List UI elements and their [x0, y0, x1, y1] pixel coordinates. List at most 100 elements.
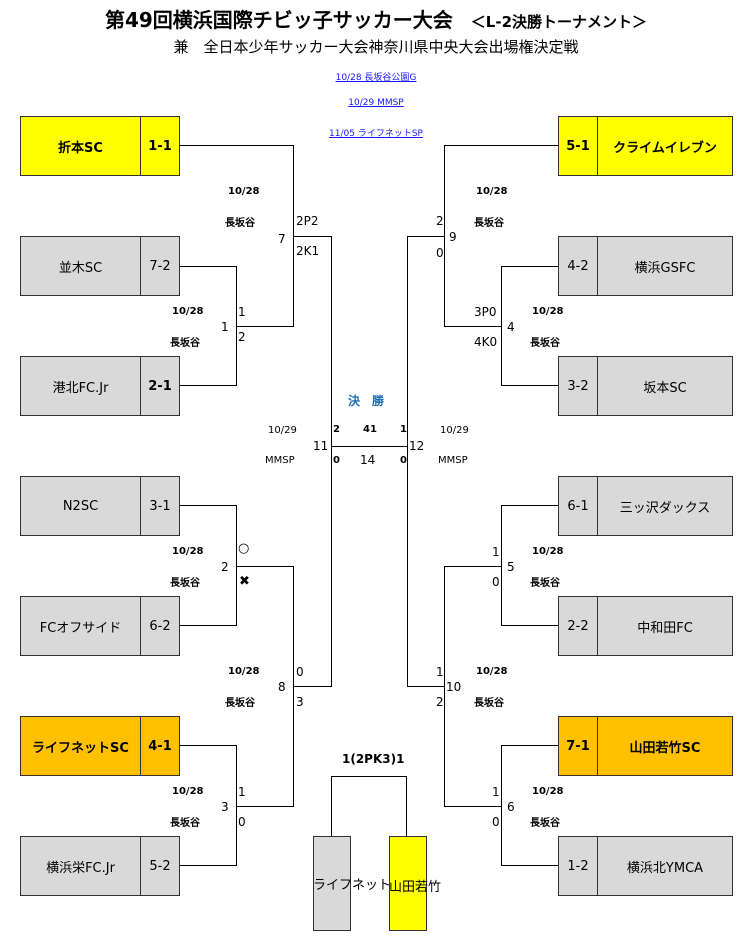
match-score: 0 — [436, 246, 444, 260]
place-label: 長坂谷 — [474, 698, 504, 709]
venue-link-2[interactable]: 10/29 MMSP — [348, 98, 404, 108]
match-number: 5 — [507, 560, 515, 574]
match-score: 0 — [333, 455, 340, 466]
match-score: 1 — [400, 424, 407, 435]
bracket-line — [407, 236, 445, 237]
match-score: 0 — [492, 815, 500, 829]
match-number: 1 — [221, 320, 229, 334]
match-score: 0 — [400, 455, 407, 466]
finalist-right-name: 山田若竹 — [389, 880, 442, 895]
final-bracket-line — [406, 776, 407, 836]
bracket-line — [180, 865, 236, 866]
place-label: 長坂谷 — [474, 218, 504, 229]
match-score: 2 — [333, 424, 340, 435]
bracket-line — [331, 236, 332, 686]
finalist-right-box: x — [389, 836, 427, 931]
bracket-line — [501, 266, 558, 267]
bracket-line — [501, 385, 558, 386]
match-number: 9 — [449, 230, 457, 244]
match-score: 3 — [296, 695, 304, 709]
score-box-t4: 3-1 — [140, 476, 180, 536]
team-box-t12: 中和田FC — [597, 596, 733, 656]
bracket-line — [180, 745, 236, 746]
final-connector-line — [331, 446, 408, 447]
match-score: 2 — [436, 695, 444, 709]
team-box-t4: N2SC — [20, 476, 141, 536]
score-box-t10: 3-2 — [558, 356, 598, 416]
match-score: 2K1 — [296, 244, 320, 258]
score-box-t5: 6-2 — [140, 596, 180, 656]
team-box-t9: 横浜GSFC — [597, 236, 733, 296]
bracket-line — [501, 745, 502, 866]
date-label: 10/28 — [476, 666, 508, 677]
bracket-line — [293, 236, 331, 237]
match-score: 1 — [436, 665, 444, 679]
date-label: 10/28 — [228, 666, 260, 677]
title-sub: ＜L-2決勝トーナメント＞ — [470, 13, 648, 31]
page-subtitle: 兼 全日本少年サッカー大会神奈川県中央大会出場権決定戦 — [173, 38, 579, 56]
place-label: 長坂谷 — [170, 338, 200, 349]
score-box-t6: 4-1 — [140, 716, 180, 776]
circle-mark: ○ — [238, 541, 250, 556]
place-label: 長坂谷 — [170, 578, 200, 589]
match-number: 14 — [360, 453, 376, 467]
match-score: 1 — [238, 785, 246, 799]
bracket-line — [407, 686, 445, 687]
match-number: 6 — [507, 800, 515, 814]
score-box-t7: 5-2 — [140, 836, 180, 896]
match-number: 10 — [446, 680, 462, 694]
match-score: 1 — [370, 424, 377, 435]
match-score: 4K0 — [474, 335, 498, 349]
date-label: 10/28 — [532, 306, 564, 317]
place-label: 長坂谷 — [170, 818, 200, 829]
bracket-line — [501, 865, 558, 866]
match-number: 4 — [507, 320, 515, 334]
place-label: 長坂谷 — [530, 578, 560, 589]
place-label: 長坂谷 — [530, 818, 560, 829]
final-bracket-line — [331, 776, 332, 836]
bracket-line — [180, 266, 236, 267]
score-box-t9: 4-2 — [558, 236, 598, 296]
place-label: MMSP — [438, 455, 468, 466]
match-score: 3P0 — [474, 305, 497, 319]
bracket-line — [444, 145, 445, 326]
match-score: 0 — [296, 665, 304, 679]
bracket-line — [444, 806, 502, 807]
bracket-line — [407, 236, 408, 686]
bracket-line — [501, 745, 558, 746]
date-label: 10/28 — [532, 786, 564, 797]
match-score: 4 — [363, 424, 370, 435]
match-score: 1 — [492, 785, 500, 799]
match-number: 12 — [409, 439, 425, 453]
bracket-line — [180, 625, 236, 626]
page-title: 第49回横浜国際チビッ子サッカー大会＜L-2決勝トーナメント＞ — [0, 4, 752, 33]
finalist-left-box: ライフネット — [313, 836, 391, 931]
venue-link-3[interactable]: 11/05 ライフネットSP — [329, 129, 423, 139]
place-label: 長坂谷 — [530, 338, 560, 349]
score-box-t8: 5-1 — [558, 116, 598, 176]
match-score: 2P2 — [296, 214, 319, 228]
date-label: 10/29 — [440, 425, 469, 436]
bracket-line — [236, 326, 294, 327]
place-label: 長坂谷 — [225, 698, 255, 709]
place-label: 長坂谷 — [225, 218, 255, 229]
venue-link-1[interactable]: 10/28 長坂谷公園G — [335, 73, 417, 83]
bracket-line — [236, 806, 294, 807]
date-label: 10/28 — [532, 546, 564, 557]
date-label: 10/28 — [172, 306, 204, 317]
team-box-t7: 横浜栄FC.Jr — [20, 836, 141, 896]
bracket-line — [236, 745, 237, 866]
match-number: 7 — [278, 232, 286, 246]
bracket-line — [444, 145, 558, 146]
match-score: 2 — [238, 330, 246, 344]
match-number: 8 — [278, 680, 286, 694]
bracket-line — [444, 326, 502, 327]
team-box-t13: 山田若竹SC — [597, 716, 733, 776]
team-box-t6: ライフネットSC — [20, 716, 141, 776]
cross-mark: ✖ — [239, 574, 250, 589]
final-title: 決 勝 — [348, 394, 385, 408]
bracket-line — [501, 505, 502, 626]
bracket-line — [180, 145, 293, 146]
match-number: 11 — [313, 439, 329, 453]
bracket-line — [236, 566, 294, 567]
